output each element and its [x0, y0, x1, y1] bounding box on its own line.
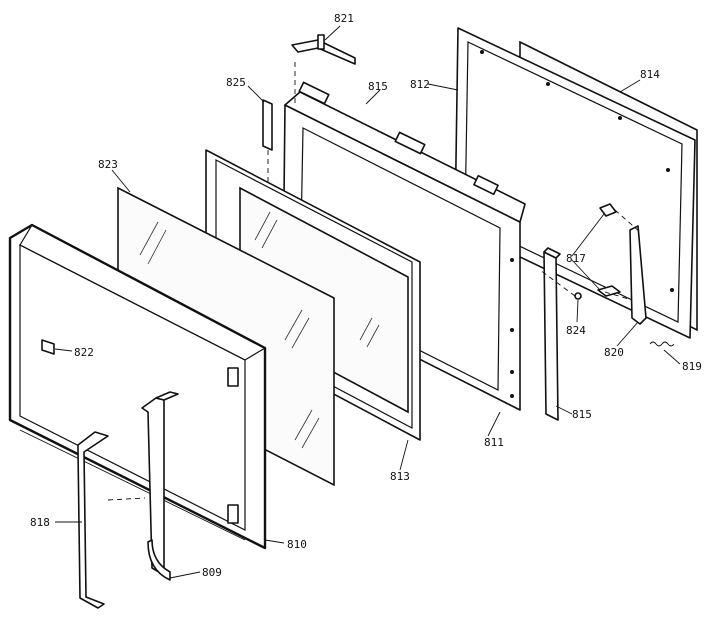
callout-labels: 821 825 815 812 814 823 817 822 824 820 … [30, 12, 702, 579]
callout-812: 812 [410, 78, 430, 91]
spring-819 [649, 341, 675, 347]
leader-lines [54, 25, 681, 579]
callout-820: 820 [604, 346, 624, 359]
trim-strip-818 [77, 431, 109, 609]
callout-824: 824 [566, 324, 586, 337]
handle-809 [141, 391, 179, 581]
screw-824 [574, 292, 582, 300]
callout-821: 821 [334, 12, 354, 25]
clip-822 [41, 339, 55, 355]
top-bracket-821 [291, 34, 356, 65]
callout-810: 810 [287, 538, 307, 551]
callout-825: 825 [226, 76, 246, 89]
callout-818: 818 [30, 516, 50, 529]
side-strip-815 [543, 247, 561, 421]
outer-frame-810 [8, 223, 267, 550]
callout-809: 809 [202, 566, 222, 579]
callout-811: 811 [484, 436, 504, 449]
callout-817: 817 [566, 252, 586, 265]
callout-814: 814 [640, 68, 660, 81]
alignment-lines [107, 62, 641, 501]
callout-822: 822 [74, 346, 94, 359]
latch-arm-820 [629, 225, 647, 325]
callout-819: 819 [682, 360, 702, 373]
callout-815-side: 815 [572, 408, 592, 421]
hinge-strip-825 [262, 99, 273, 151]
callout-813: 813 [390, 470, 410, 483]
callout-815-top: 815 [368, 80, 388, 93]
hinge-clip-817 [597, 203, 621, 297]
callout-823: 823 [98, 158, 118, 171]
